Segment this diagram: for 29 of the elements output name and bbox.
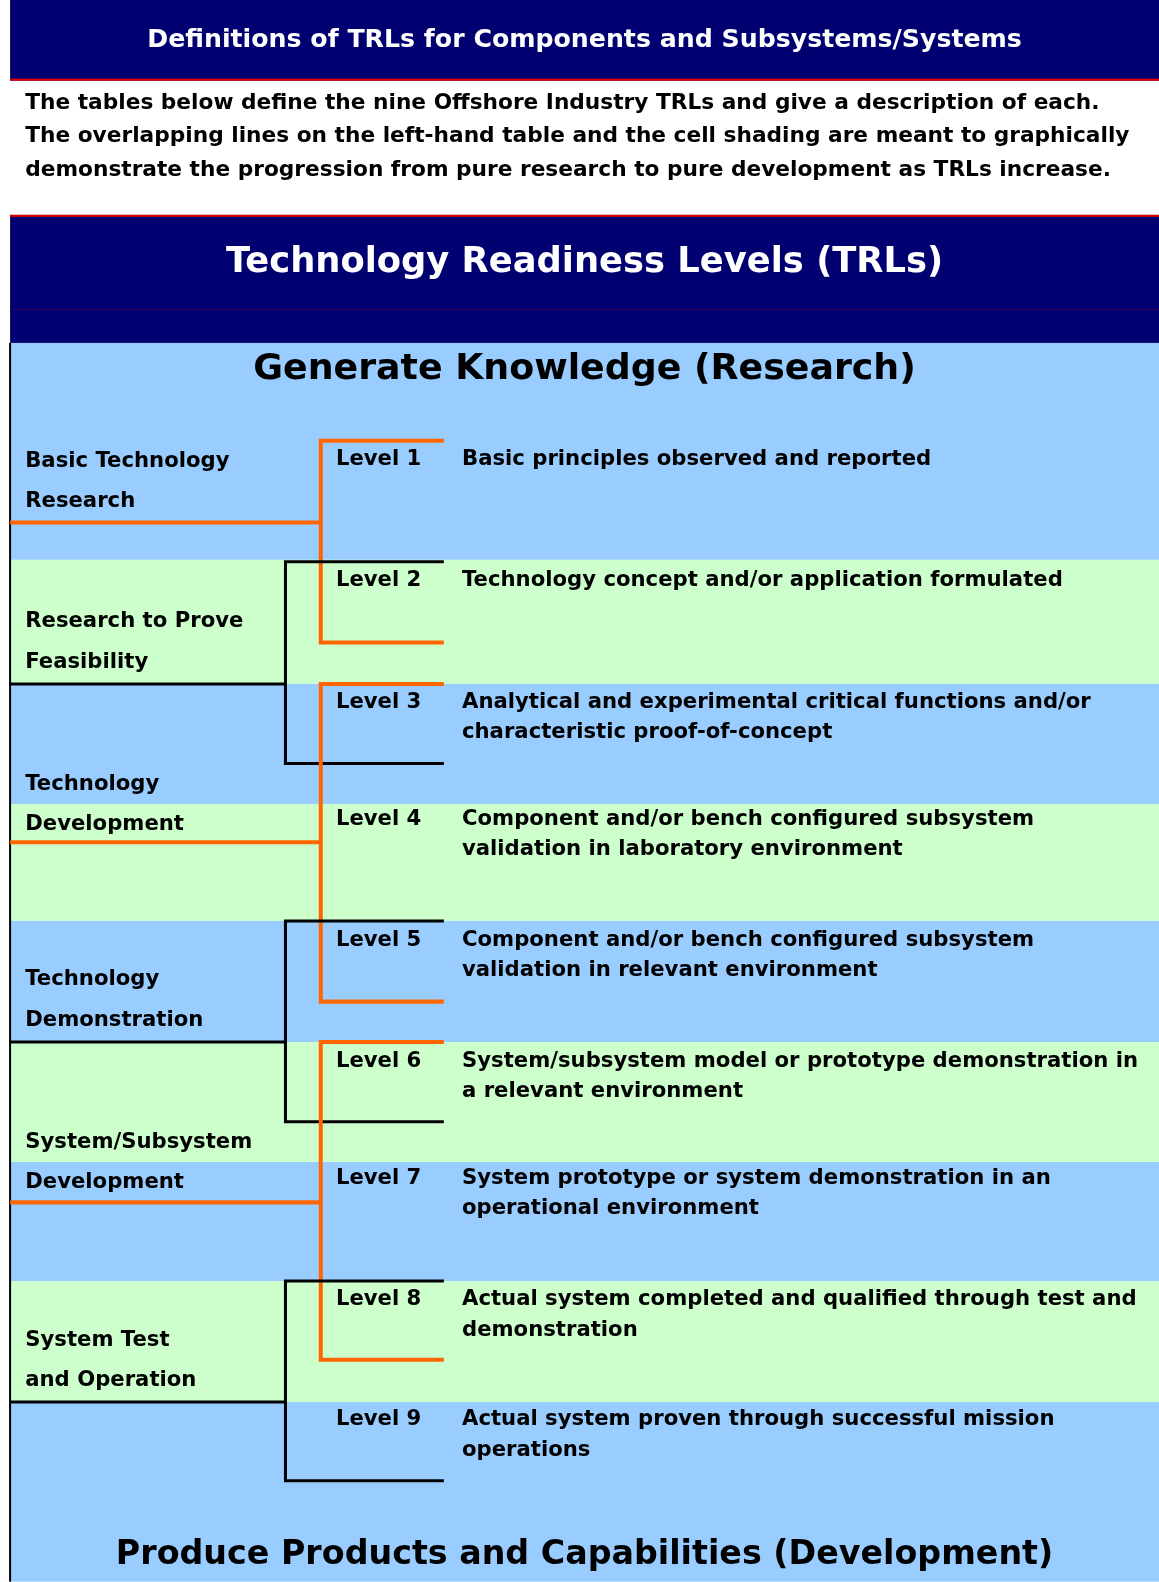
category-label: Technology Development: [25, 762, 227, 844]
level-label: Level 9: [335, 1405, 422, 1433]
diagram-title: Definitions of TRLs for Components and Subsystems/Systems: [146, 24, 1023, 54]
level-description: Actual system completed and qualified through test and demonstration: [462, 1285, 1138, 1343]
level-label: Level 4: [335, 804, 422, 833]
level-description: Analytical and experimental critical functions and/or characteristic proof-of-concept: [462, 687, 1092, 746]
category-label: System Test and Operation: [25, 1318, 217, 1400]
level-description: Component and/or bench configured subsystem validation in laboratory environment: [462, 804, 1036, 863]
level-label: Level 8: [335, 1285, 422, 1313]
level-description: Technology concept and/or application formulated: [462, 565, 1064, 594]
level-label: Level 3: [335, 687, 422, 716]
level-label: Level 1: [335, 444, 422, 473]
level-label: Level 7: [335, 1164, 422, 1192]
level-description: Component and/or bench configured subsystem validation in relevant environment: [462, 926, 1036, 984]
level-description: System prototype or system demonstration in an operational environment: [462, 1164, 1052, 1222]
category-label: Basic Technology Research: [25, 439, 288, 521]
level-label: Level 5: [335, 926, 422, 954]
section-heading: Produce Products and Capabilities (Development): [114, 1533, 1055, 1573]
section-heading: Generate Knowledge (Research): [252, 346, 917, 388]
level-description: System/subsystem model or prototype demonstration in a relevant environment: [462, 1047, 1140, 1105]
category-label: System/Subsystem Development: [25, 1120, 283, 1202]
intro-paragraph: The tables below define the nine Offshore Industry TRLs and give a description of each. The overlapping lines on the left-hand table and the cell shading are meant to graphically demonstrate the progression from pure research to pure development as TRLs increase.: [25, 87, 1131, 183]
category-label: Technology Demonstration: [25, 958, 232, 1039]
level-label: Level 6: [335, 1047, 422, 1075]
level-label: Level 2: [335, 565, 422, 594]
category-label: Research to Prove Feasibility: [25, 600, 253, 681]
banner-heading: Technology Readiness Levels (TRLs): [10, 240, 1159, 281]
level-description: Basic principles observed and reported: [462, 444, 933, 473]
level-description: Actual system proven through successful mission operations: [462, 1405, 1056, 1463]
